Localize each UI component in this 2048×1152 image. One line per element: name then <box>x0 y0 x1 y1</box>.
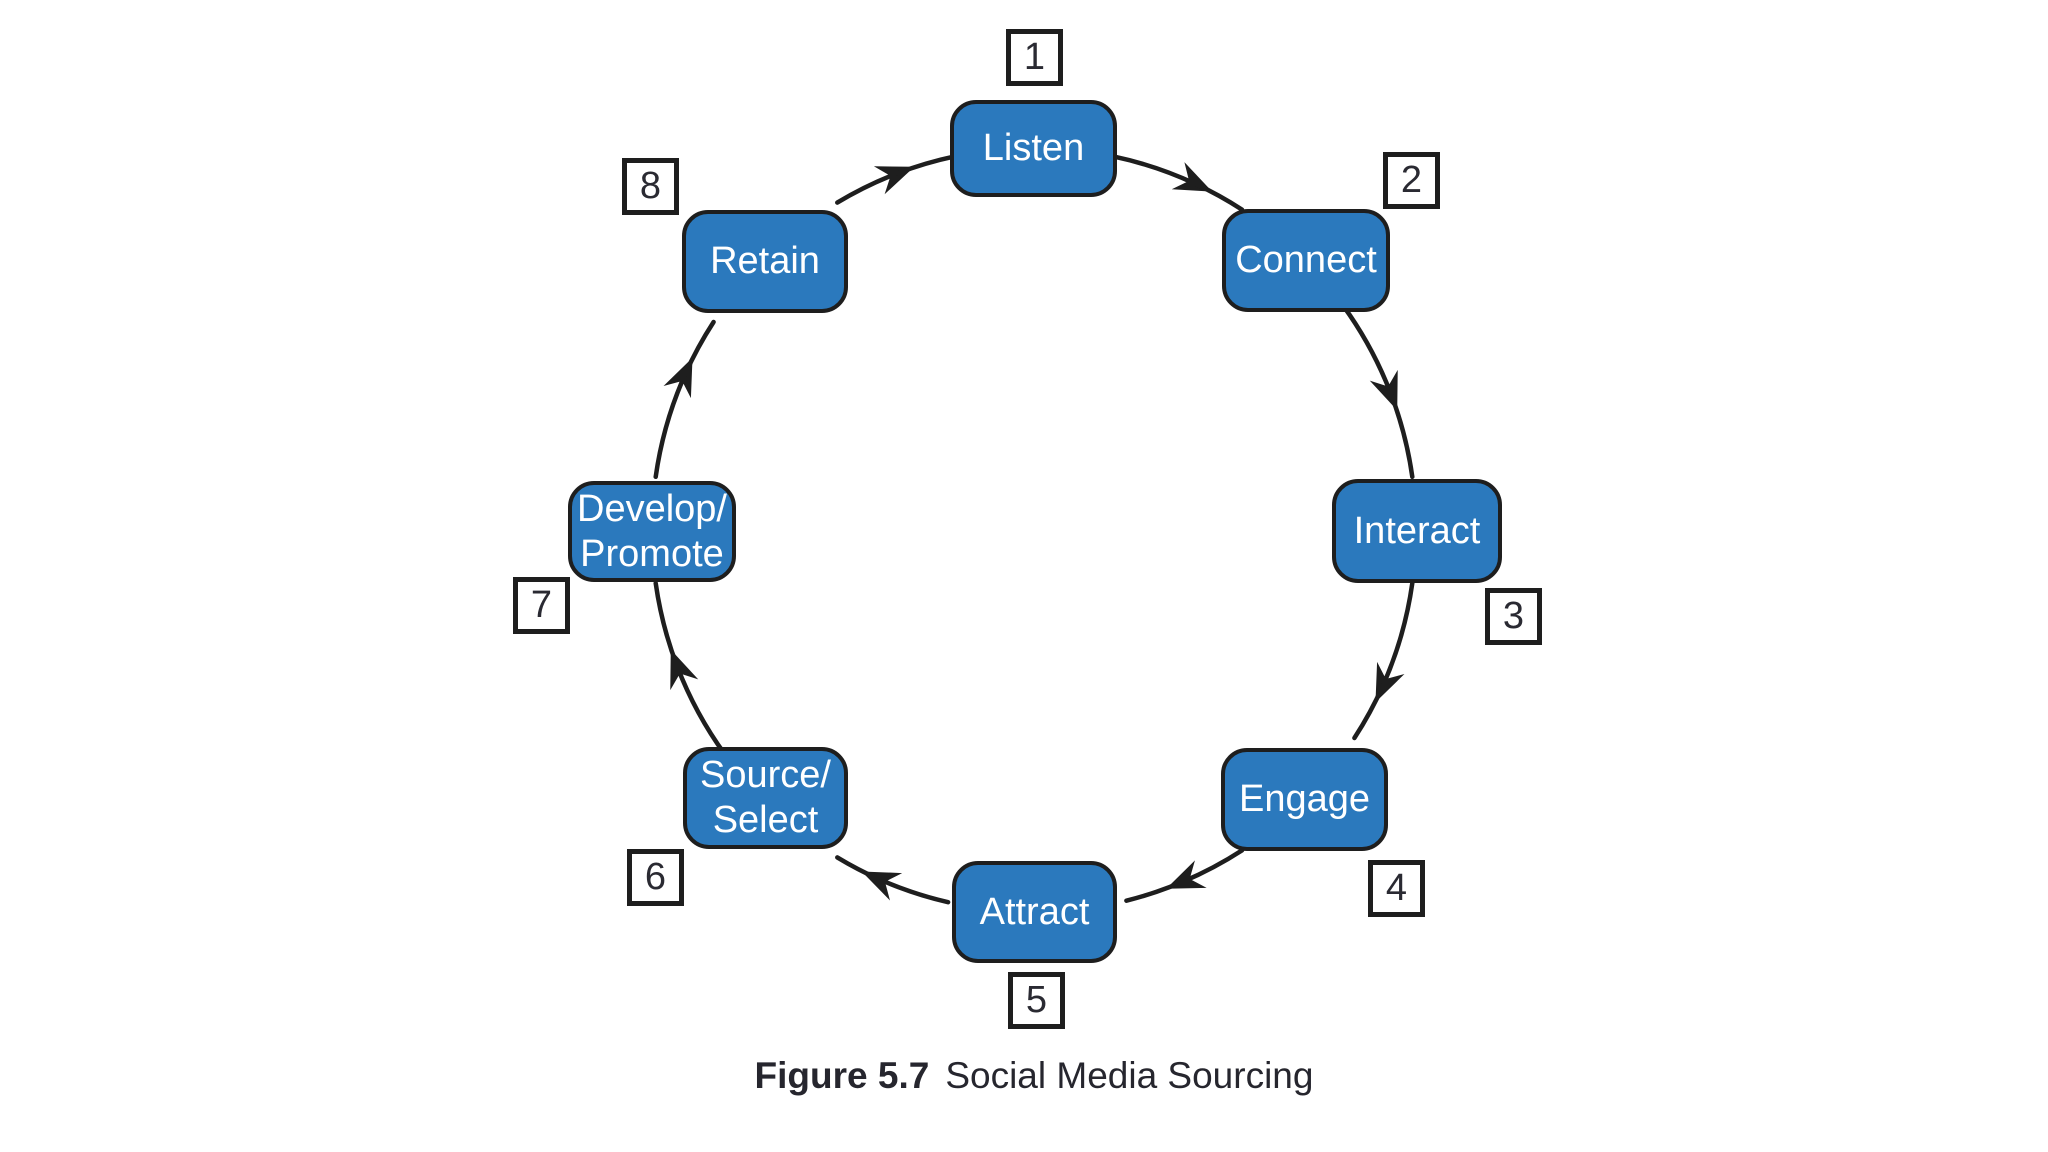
node-source-select: Source/ Select <box>683 747 848 849</box>
step-number-badge-6: 6 <box>627 849 684 906</box>
figure-caption-title: Social Media Sourcing <box>945 1055 1314 1096</box>
node-develop-promote-label: Develop/ Promote <box>577 487 727 575</box>
node-engage: Engage <box>1221 748 1388 851</box>
node-attract: Attract <box>952 861 1117 963</box>
arrow-interact-to-engage <box>1375 580 1415 703</box>
node-connect: Connect <box>1222 209 1390 312</box>
arrow-connect-to-interact <box>1340 303 1398 411</box>
step-number-badge-8: 8 <box>622 158 679 215</box>
arrow-listen-to-connect-tail <box>1193 181 1245 212</box>
step-number-badge-4: 4 <box>1368 860 1425 917</box>
step-number-5: 5 <box>1025 979 1048 1021</box>
step-number-badge-3: 3 <box>1485 588 1542 645</box>
step-number-3: 3 <box>1502 595 1525 637</box>
arrow-interact-to-engage-tail <box>1352 683 1386 741</box>
node-source-select-label: Source/ Select <box>700 754 831 841</box>
node-retain: Retain <box>682 210 848 313</box>
step-number-2: 2 <box>1400 159 1423 201</box>
arrow-attract-to-source-select <box>861 871 951 905</box>
node-listen: Listen <box>950 100 1117 197</box>
step-number-1: 1 <box>1023 36 1046 78</box>
figure-caption: Figure 5.7 Social Media Sourcing <box>0 1055 2048 1097</box>
node-attract-label: Attract <box>979 890 1090 933</box>
node-connect-label: Connect <box>1235 239 1377 282</box>
node-interact: Interact <box>1332 479 1502 583</box>
arrow-listen-to-connect <box>1111 154 1213 192</box>
arrow-source-select-to-develop-promote-tail <box>653 580 680 670</box>
step-number-4: 4 <box>1385 867 1408 909</box>
arrow-source-select-to-develop-promote <box>670 649 728 757</box>
arrow-develop-promote-to-retain-tail <box>682 319 716 377</box>
node-engage-label: Engage <box>1238 778 1370 821</box>
arrow-attract-to-source-select-tail <box>835 855 881 882</box>
node-develop-promote: Develop/ Promote <box>568 481 736 582</box>
node-listen-label: Listen <box>982 127 1085 170</box>
step-number-7: 7 <box>530 584 553 626</box>
step-number-8: 8 <box>639 165 662 207</box>
arrow-retain-to-listen-tail <box>894 154 957 176</box>
arrow-engage-to-attract-tail <box>1124 879 1186 903</box>
arrow-retain-to-listen <box>835 166 915 205</box>
node-retain-label: Retain <box>710 240 820 283</box>
arrow-develop-promote-to-retain <box>653 357 693 480</box>
step-number-badge-2: 2 <box>1383 152 1440 209</box>
arrow-connect-to-interact-tail <box>1388 390 1415 480</box>
step-number-badge-7: 7 <box>513 577 570 634</box>
step-number-badge-1: 1 <box>1006 29 1063 86</box>
figure-caption-label: Figure 5.7 <box>754 1055 930 1096</box>
step-number-badge-5: 5 <box>1008 972 1065 1029</box>
step-number-6: 6 <box>644 856 667 898</box>
node-interact-label: Interact <box>1353 509 1481 552</box>
arrow-engage-to-attract <box>1166 848 1245 889</box>
